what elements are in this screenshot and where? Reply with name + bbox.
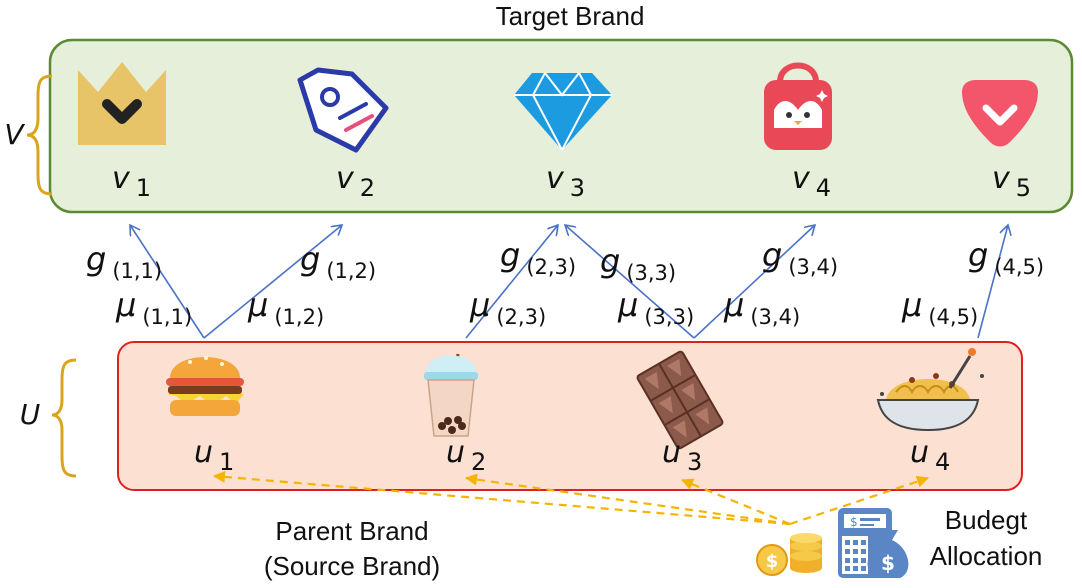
g-label-6-base: g [968,236,988,274]
tag-icon [297,67,389,153]
source-brand-box [117,341,1023,491]
target-label-2-base: v [336,161,355,196]
mu-label-6-base: μ [901,286,922,324]
svg-text:$: $ [850,515,858,529]
target-label-4-subscript: 4 [816,174,831,202]
budget-arrow-1 [213,470,791,526]
spaghetti-icon [876,348,984,432]
source-label-2-subscript: 2 [471,448,486,476]
edge-arrow-2 [203,225,342,339]
target-label-4-base: v [792,161,811,196]
edge-arrow-5 [693,225,815,339]
edge-arrow-6 [977,225,1008,339]
mu-label-4-subscript: (3,3) [644,305,694,329]
mu-label-3: μ(2,3) [469,286,546,329]
allocation-label: Allocation [930,541,1043,571]
mu-label-1-subscript: (1,1) [142,305,192,329]
budget-arrow-2 [465,473,791,526]
mu-label-1: μ(1,1) [115,286,192,329]
source-label-4-base: u [910,435,929,470]
budget-arrow-4 [789,475,929,526]
target-label-2-subscript: 2 [360,174,375,202]
budget-arrow-3 [681,478,791,526]
g-label-4: g(3,3) [600,242,676,285]
v-brace [26,74,53,196]
g-label-5-subscript: (3,4) [788,255,838,279]
diamond-icon [514,72,612,151]
set-v-label: V [4,118,25,151]
edge-arrow-4 [565,225,695,339]
crown-icon [78,62,166,145]
mu-label-2: μ(1,2) [247,286,324,329]
budget-label: Budegt [945,505,1028,535]
chocolate-bar-icon [636,350,724,450]
mu-label-6: μ(4,5) [901,286,978,329]
burger-icon [166,356,244,416]
mu-label-5: μ(3,4) [723,286,800,329]
mu-label-3-base: μ [469,286,490,324]
parent-brand-label: Parent Brand [275,516,428,546]
u-brace [51,358,77,478]
source-label-1-subscript: 1 [219,448,234,476]
mu-label-5-subscript: (3,4) [750,305,800,329]
target-label-3-subscript: 3 [570,174,585,202]
svg-text:$: $ [766,551,779,572]
mu-label-5-base: μ [723,286,744,324]
mu-label-3-subscript: (2,3) [496,305,546,329]
mu-label-6-subscript: (4,5) [928,305,978,329]
money-bag-icon: $ [867,530,909,578]
g-label-3-base: g [500,236,520,274]
mu-label-4: μ(3,3) [617,286,694,329]
edge-arrow-1 [130,225,205,339]
source-label-3-base: u [662,435,681,470]
target-label-1-base: v [112,161,131,196]
g-label-6-subscript: (4,5) [994,255,1044,279]
g-label-5: g(3,4) [762,236,838,279]
source-label-2-base: u [446,435,465,470]
mu-label-1-base: μ [115,286,136,324]
g-label-5-base: g [762,236,782,274]
set-u-label: U [20,398,41,431]
source-brand-label: (Source Brand) [264,551,440,581]
source-label-4-subscript: 4 [935,448,950,476]
target-label-1-subscript: 1 [136,174,151,202]
shopping-bag-icon [764,62,832,150]
target-brand-title: Target Brand [496,1,645,31]
mu-label-4-base: μ [617,286,638,324]
g-label-3: g(2,3) [500,236,576,279]
coins-icon: $ [756,533,822,576]
source-label-1-base: u [194,435,213,470]
g-label-1: g(1,1) [86,240,162,283]
g-label-4-subscript: (3,3) [626,261,676,285]
pocket-icon [962,80,1038,147]
g-label-2-subscript: (1,2) [326,259,376,283]
g-label-2-base: g [300,240,320,278]
target-label-5-subscript: 5 [1016,174,1031,202]
target-label-5-base: v [992,161,1011,196]
g-label-4-base: g [600,242,620,280]
target-label-3-base: v [546,161,565,196]
bubble-tea-icon [424,353,478,437]
g-label-2: g(1,2) [300,240,376,283]
g-label-1-subscript: (1,1) [112,259,162,283]
edge-arrows [130,225,1008,339]
g-label-6: g(4,5) [968,236,1044,279]
g-label-3-subscript: (2,3) [526,255,576,279]
svg-text:$: $ [881,551,895,575]
g-label-1-base: g [86,240,106,278]
budget-allocation-arrows [213,470,929,526]
mu-label-2-base: μ [247,286,268,324]
mu-label-2-subscript: (1,2) [274,305,324,329]
source-label-3-subscript: 3 [687,448,702,476]
edge-arrow-3 [465,225,558,339]
